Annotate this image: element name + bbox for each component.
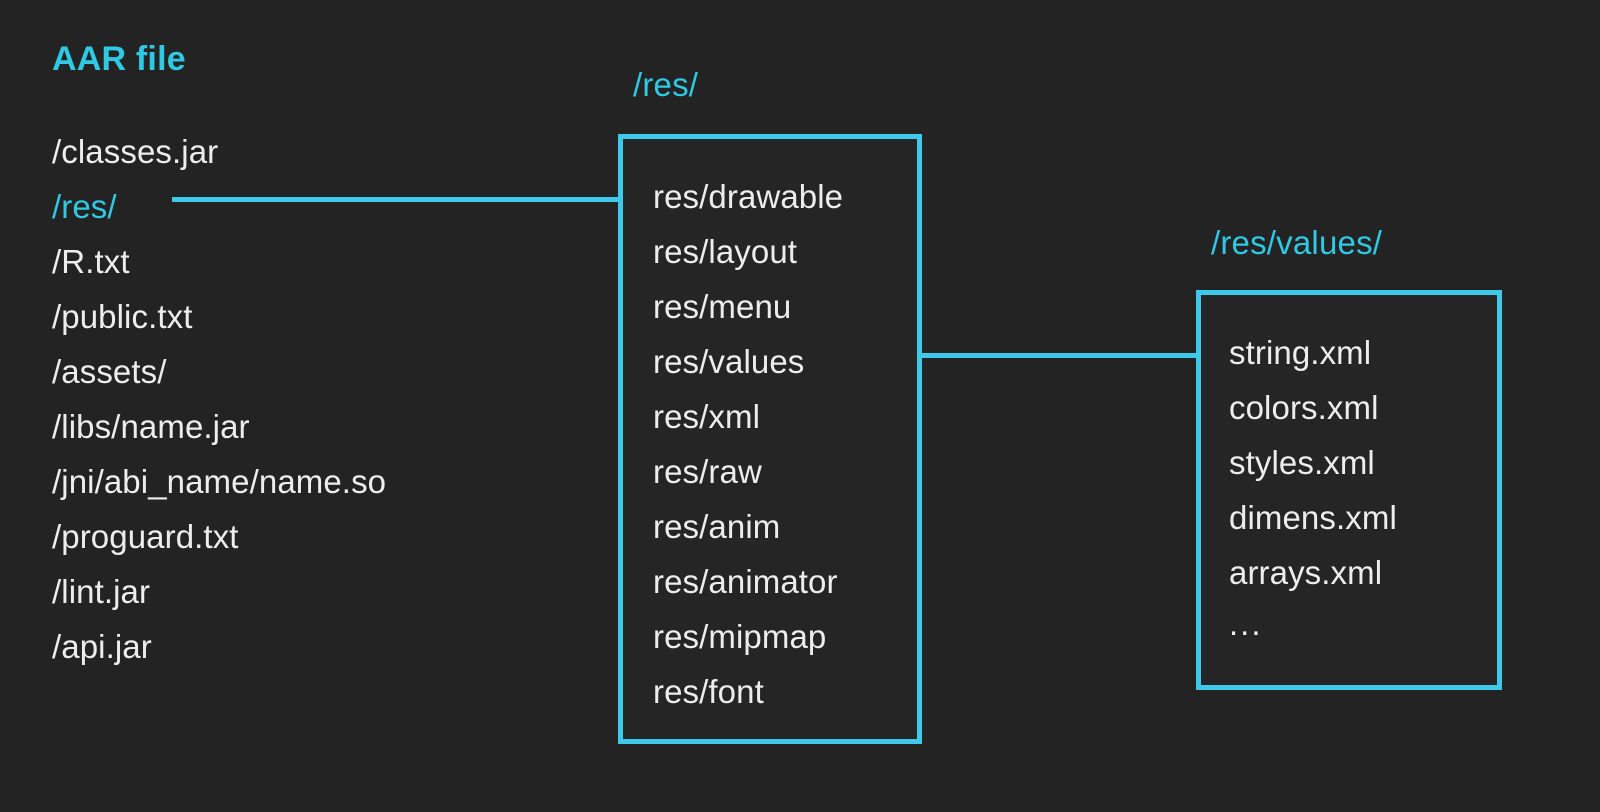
values-list-item: colors.xml (1229, 389, 1379, 426)
values-list-item: ... (1229, 605, 1263, 642)
res-list-item: res/raw (653, 453, 762, 490)
res-list-item: res/mipmap (653, 618, 827, 655)
res-list-item: res/values (653, 343, 805, 380)
aar-list-item: /jni/abi_name/name.so (52, 463, 387, 500)
values-list-item: string.xml (1229, 334, 1372, 371)
res-group-box: res/drawable res/layout res/menu res/values… (618, 134, 922, 744)
aar-list-item: /assets/ (52, 353, 167, 390)
aar-list-item: /libs/name.jar (52, 408, 250, 445)
res-group-label: /res/ (633, 66, 699, 103)
aar-list-item: /R.txt (52, 243, 130, 280)
aar-list-item: /res/ (52, 188, 117, 225)
aar-list-item: /lint.jar (52, 573, 151, 610)
res-list-item: res/layout (653, 233, 798, 270)
res-list-item: res/animator (653, 563, 838, 600)
aar-list-item: /classes.jar (52, 133, 219, 170)
values-list-item: dimens.xml (1229, 499, 1397, 536)
aar-list-item: /public.txt (52, 298, 193, 335)
aar-list-item: /api.jar (52, 628, 152, 665)
values-group-label: /res/values/ (1211, 224, 1383, 261)
res-list-item: res/drawable (653, 178, 844, 215)
res-list-item: res/xml (653, 398, 761, 435)
values-list-item: styles.xml (1229, 444, 1375, 481)
res-list-item: res/font (653, 673, 764, 710)
res-list-item: res/menu (653, 288, 792, 325)
aar-list-item: /proguard.txt (52, 518, 239, 555)
values-list-item: arrays.xml (1229, 554, 1383, 591)
aar-file-list: /classes.jar/res/ /R.txt/public.txt/asset… (52, 124, 612, 674)
connector-line-values (848, 353, 1200, 358)
values-group-box: string.xml colors.xml styles.xml dimens.xml… (1196, 290, 1502, 690)
res-list-item: res/anim (653, 508, 781, 545)
connector-line-res (172, 197, 622, 202)
page-title: AAR file (52, 40, 186, 78)
